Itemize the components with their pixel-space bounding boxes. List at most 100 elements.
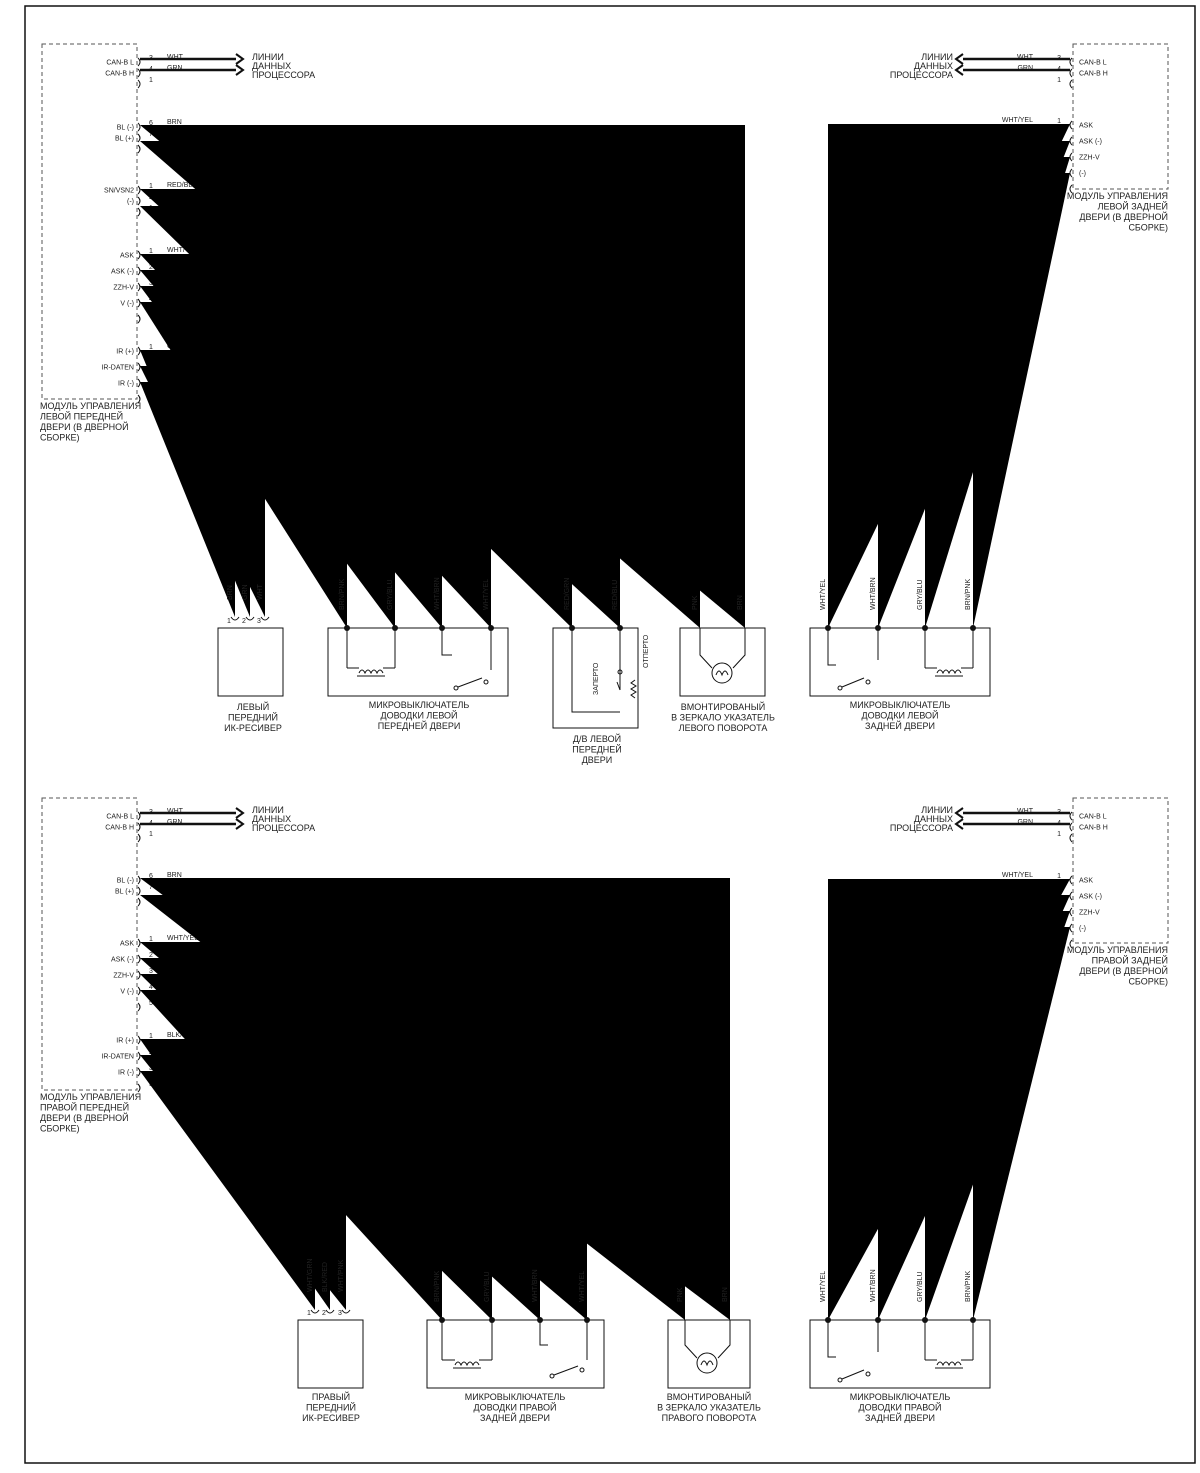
module-box-rf xyxy=(41,797,138,1091)
wire-color-label: WHT xyxy=(257,583,264,600)
pin-connector xyxy=(137,811,141,821)
pin-connector xyxy=(137,282,141,292)
pin-connector xyxy=(137,196,141,206)
pin-connector xyxy=(260,616,270,621)
pin-label: IR-DATEN xyxy=(101,365,134,372)
pin-connector xyxy=(137,938,141,948)
wire-color-label: WHT/BRN xyxy=(434,577,441,610)
pin-number: 7 xyxy=(149,884,153,891)
wire-color-label: WHT/YEL xyxy=(483,579,490,610)
wire-color-label: WHT/YEL xyxy=(579,1271,586,1302)
pin-connector xyxy=(137,1035,141,1045)
pin-connector xyxy=(245,616,255,621)
pin-connector xyxy=(1069,939,1073,949)
pin-connector xyxy=(137,954,141,964)
module-caption: ПРАВОЙ ЗАДНЕЙ xyxy=(1092,955,1168,966)
pin-connector xyxy=(341,1309,351,1314)
pin-label: CAN-B H xyxy=(1079,71,1108,78)
pin-label: SN/VSN2 xyxy=(104,188,134,195)
pin-label: ASK xyxy=(1079,123,1093,130)
pin-connector xyxy=(137,886,141,896)
data-lines-label: ДАННЫХ xyxy=(914,61,953,71)
wire xyxy=(973,173,1070,628)
component-caption: ВМОНТИРОВАНЫЙ xyxy=(667,1391,751,1402)
wire-color-label: WHT/YEL xyxy=(820,579,827,610)
microswitch-rf xyxy=(426,1319,605,1389)
wire xyxy=(827,628,836,666)
arrow-head xyxy=(954,818,964,830)
wire-color-label: BLK/RED xyxy=(322,1262,329,1292)
pin-number: 3 xyxy=(257,618,261,625)
ir-receiver-right xyxy=(297,1319,364,1389)
component-caption: МИКРОВЫКЛЮЧАТЕЛЬ xyxy=(465,1392,566,1402)
microswitch-rr xyxy=(809,1319,991,1389)
pin-number: 2 xyxy=(149,952,153,959)
pin-number: 6 xyxy=(149,120,153,127)
pin-label: CAN-B L xyxy=(106,814,134,821)
component-caption: В ЗЕРКАЛО УКАЗАТЕЛЬ xyxy=(671,713,775,723)
switch-contact xyxy=(549,1373,555,1379)
resistor-symbol xyxy=(616,679,637,699)
module-caption: СБОРКЕ) xyxy=(1128,223,1168,233)
pin-label: BL (+) xyxy=(115,136,134,143)
module-caption: ДВЕРИ (В ДВЕРНОЙ xyxy=(1079,965,1168,976)
pin-number: 1 xyxy=(149,344,153,351)
pin-connector xyxy=(1069,57,1073,67)
wire-color-label: WHT/YEL xyxy=(1002,872,1033,879)
wire-color-label: BRN xyxy=(722,1287,729,1302)
pin-connector xyxy=(137,1002,141,1012)
mirror-turn-lamp-right xyxy=(667,1319,751,1389)
component-caption: ПЕРЕДНИЙ xyxy=(306,1402,356,1413)
wire xyxy=(441,628,452,656)
pin-label: CAN-B H xyxy=(105,71,134,78)
module-caption: ДВЕРИ (В ДВЕРНОЙ xyxy=(40,421,129,432)
switch-lever xyxy=(457,677,483,688)
pin-connector xyxy=(137,250,141,260)
wire xyxy=(699,628,713,669)
component-caption: ПЕРЕДНЕЙ xyxy=(572,744,622,755)
pin-label: ASK xyxy=(120,941,134,948)
arrow-head xyxy=(235,807,245,819)
arrow-head xyxy=(954,807,964,819)
pin-number: 3 xyxy=(149,280,153,287)
pin-label: IR (-) xyxy=(118,1070,134,1077)
wire-color-label: WHT xyxy=(167,54,184,61)
pin-label: ASK xyxy=(120,253,134,260)
component-caption: ИК-РЕСИВЕР xyxy=(224,723,282,733)
pin-label: ASK (-) xyxy=(111,957,134,964)
pin-connector xyxy=(325,1309,335,1314)
switch-contact xyxy=(483,679,489,685)
page-border xyxy=(24,5,1196,1464)
switch-contact xyxy=(837,1377,843,1383)
pin-connector xyxy=(137,133,141,143)
pin-number: 2 xyxy=(149,264,153,271)
arrow-head xyxy=(954,53,964,65)
pin-label: CAN-B L xyxy=(106,60,134,67)
component-caption: ЗАДНЕЙ ДВЕРИ xyxy=(865,1412,935,1423)
wire xyxy=(827,1320,836,1358)
wire-color-label: GRN xyxy=(167,819,183,826)
pin-label: CAN-B H xyxy=(1079,825,1108,832)
component-caption: В ЗЕРКАЛО УКАЗАТЕЛЬ xyxy=(657,1403,761,1413)
module-caption: ДВЕРИ (В ДВЕРНОЙ xyxy=(40,1112,129,1123)
component-caption: ДВЕРИ xyxy=(582,755,613,765)
pin-connector xyxy=(230,616,240,621)
pin-connector xyxy=(137,1051,141,1061)
lock-state-label: ЗАПЕРТО xyxy=(593,662,600,695)
pin-number: 1 xyxy=(149,831,153,838)
pin-label: ASK xyxy=(1079,878,1093,885)
pin-connector xyxy=(137,68,141,78)
pin-number: 1 xyxy=(1057,873,1061,880)
component-caption: ПРАВЫЙ xyxy=(312,1391,350,1402)
module-box-rr xyxy=(1072,797,1169,944)
data-lines-label: ДАННЫХ xyxy=(252,61,291,71)
pin-connector xyxy=(137,314,141,324)
wire-color-label: RED/BLU xyxy=(167,182,197,189)
pin-number: 1 xyxy=(149,1033,153,1040)
pin-connector xyxy=(1069,891,1073,901)
pin-label: CAN-B L xyxy=(1079,60,1107,67)
pin-label: IR (+) xyxy=(116,349,134,356)
pin-label: ASK (-) xyxy=(1079,139,1102,146)
wire-color-label: PNK xyxy=(692,595,699,610)
pin-connector xyxy=(137,897,141,907)
